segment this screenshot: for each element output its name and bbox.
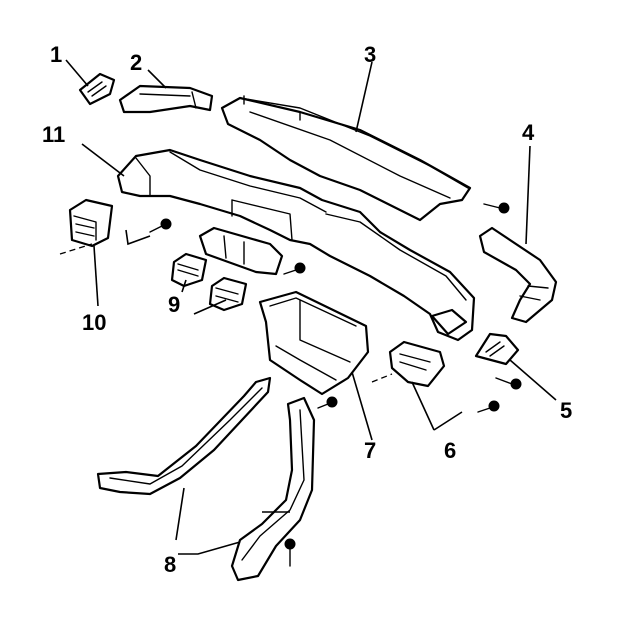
part-5-right-vent: [474, 332, 520, 366]
callout-1: 1: [50, 42, 62, 67]
screw-icons: [149, 202, 522, 567]
callout-4: 4: [522, 120, 535, 145]
part-9-center-vents: [170, 252, 248, 312]
part-7-floor-duct: [258, 290, 370, 396]
callout-6: 6: [444, 438, 456, 463]
callout-2: 2: [130, 50, 142, 75]
alignment-lines: [59, 243, 393, 383]
part-11-main-duct: [116, 148, 476, 342]
part-3-defroster-duct: [220, 95, 472, 222]
part-1-vent-outlet: [78, 72, 116, 106]
callout-10: 10: [82, 310, 106, 335]
callout-9: 9: [168, 292, 180, 317]
callout-5: 5: [560, 398, 572, 423]
callout-3: 3: [364, 42, 376, 67]
callout-8: 8: [164, 552, 176, 577]
part-10-left-vent: [68, 198, 114, 248]
part-2-duct: [118, 84, 214, 114]
part-8-rear-floor-ducts: [96, 376, 316, 582]
leader-lines: [65, 59, 557, 555]
center-vent-duct: [198, 226, 284, 276]
callout-11: 11: [42, 122, 65, 147]
callout-7: 7: [364, 438, 376, 463]
part-6-outlet: [388, 340, 446, 388]
part-4-right-duct: [478, 226, 558, 324]
